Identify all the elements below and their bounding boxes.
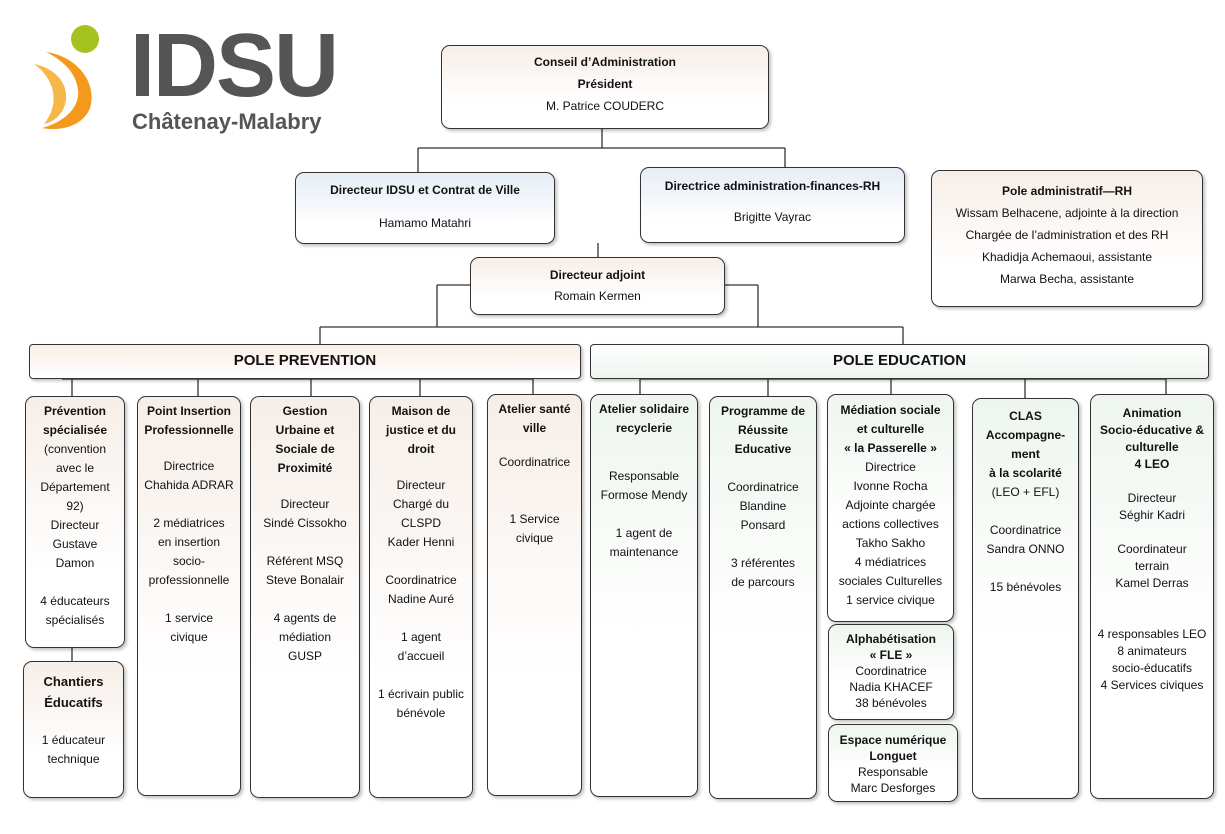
unit-body: Coordinatrice Blandine Ponsard 3 référen… [727,480,799,589]
finance-name: Brigitte Vayrac [733,210,812,224]
board-title: Conseil d’Administration [533,55,676,69]
unit-title: Maison de justice et du droit [385,404,456,456]
unit-title: Atelier santé ville [498,402,571,435]
unit-animation-leo: Animation Socio-éducative & culturelle 4… [1090,394,1214,799]
admin-pole-line: Chargée de l’administration et des RH [965,228,1169,242]
unit-chantiers-educatifs: Chantiers Éducatifs 1 éducateur techniqu… [23,661,124,798]
finance-title: Directrice administration-finances-RH [664,179,881,193]
unit-maison-justice: Maison de justice et du droit Directeur … [369,396,473,798]
unit-body: Coordinatrice Nadia KHACEF 38 bénévoles [849,664,933,710]
unit-body: (convention avec le Département 92) Dire… [40,442,110,627]
logo-city: Châtenay-Malabry [132,109,322,134]
logo-swoosh-icon [34,25,99,130]
admin-pole-line: Marwa Becha, assistante [999,272,1135,286]
unit-body: Responsable Formose Mendy 1 agent de mai… [600,469,688,559]
director-title: Directeur IDSU et Contrat de Ville [330,183,520,197]
unit-title: Gestion Urbaine et Sociale de Proximité [275,404,335,475]
admin-pole-line: Khadidja Achemaoui, assistante [981,250,1153,264]
board-role: Président [577,77,633,91]
director-name: Hamamo Matahri [378,216,472,230]
unit-clas: CLAS Accompagne- ment à la scolarité (LE… [972,398,1079,799]
unit-title: CLAS Accompagne- ment à la scolarité [985,409,1066,480]
unit-title: Alphabétisation « FLE » [845,632,936,662]
unit-gusp: Gestion Urbaine et Sociale de Proximité … [250,396,360,798]
admin-pole-line: Wissam Belhacene, adjointe à la directio… [955,206,1179,220]
deputy-title: Directeur adjoint [549,268,646,282]
pole-education: POLE EDUCATION [590,344,1209,379]
unit-prevention-specialisee: Prévention spécialisée (convention avec … [25,396,125,648]
unit-title: Atelier solidaire recyclerie [598,402,690,435]
unit-body: 1 éducateur technique [41,733,106,766]
unit-title: Point Insertion Professionnelle [144,404,234,437]
board-box: Conseil d’Administration Président M. Pa… [441,45,769,129]
unit-body: Directrice Ivonne Rocha Adjointe chargée… [838,460,943,607]
unit-body: (LEO + EFL) Coordinatrice Sandra ONNO 15… [986,485,1065,594]
deputy-name: Romain Kermen [554,289,641,303]
unit-title: Animation Socio-éducative & culturelle 4… [1099,406,1205,471]
unit-body: Directeur Chargé du CLSPD Kader Henni Co… [377,478,465,720]
admin-pole-title: Pole administratif—RH [1001,184,1133,198]
unit-alphabetisation-fle: Alphabétisation « FLE » Coordinatrice Na… [828,624,954,720]
admin-pole-box: Pole administratif—RH Wissam Belhacene, … [931,170,1203,307]
unit-title: Espace numérique Longuet [839,733,947,763]
unit-title: Programme de Réussite Educative [720,404,806,456]
unit-body: Directeur Sindé Cissokho Référent MSQ St… [263,497,347,663]
unit-atelier-sante: Atelier santé ville Coordinatrice 1 Serv… [487,394,582,796]
unit-passerelle: Médiation sociale et culturelle « la Pas… [827,394,954,622]
unit-body: Directrice Chahida ADRAR 2 médiatrices e… [144,459,234,644]
unit-recyclerie: Atelier solidaire recyclerie Responsable… [590,394,698,797]
unit-point-insertion: Point Insertion Professionnelle Directri… [137,396,241,796]
finance-box: Directrice administration-finances-RH Br… [640,167,905,243]
logo-brand: IDSU [130,16,339,116]
deputy-box: Directeur adjoint Romain Kermen [470,257,725,315]
unit-title: Médiation sociale et culturelle « la Pas… [840,403,941,455]
unit-title: Prévention spécialisée [42,404,108,437]
unit-body: Responsable Marc Desforges [850,765,936,795]
unit-espace-numerique: Espace numérique Longuet Responsable Mar… [828,724,958,802]
pole-prevention: POLE PREVENTION [29,344,581,379]
unit-reussite-educative: Programme de Réussite Educative Coordina… [709,396,817,799]
unit-body: Directeur Séghir Kadri Coordinateur terr… [1097,491,1207,692]
director-box: Directeur IDSU et Contrat de Ville Hamam… [295,172,555,244]
board-name: M. Patrice COUDERC [545,99,664,113]
unit-title: Chantiers Éducatifs [43,674,104,710]
unit-body: Coordinatrice 1 Service civique [498,455,571,545]
